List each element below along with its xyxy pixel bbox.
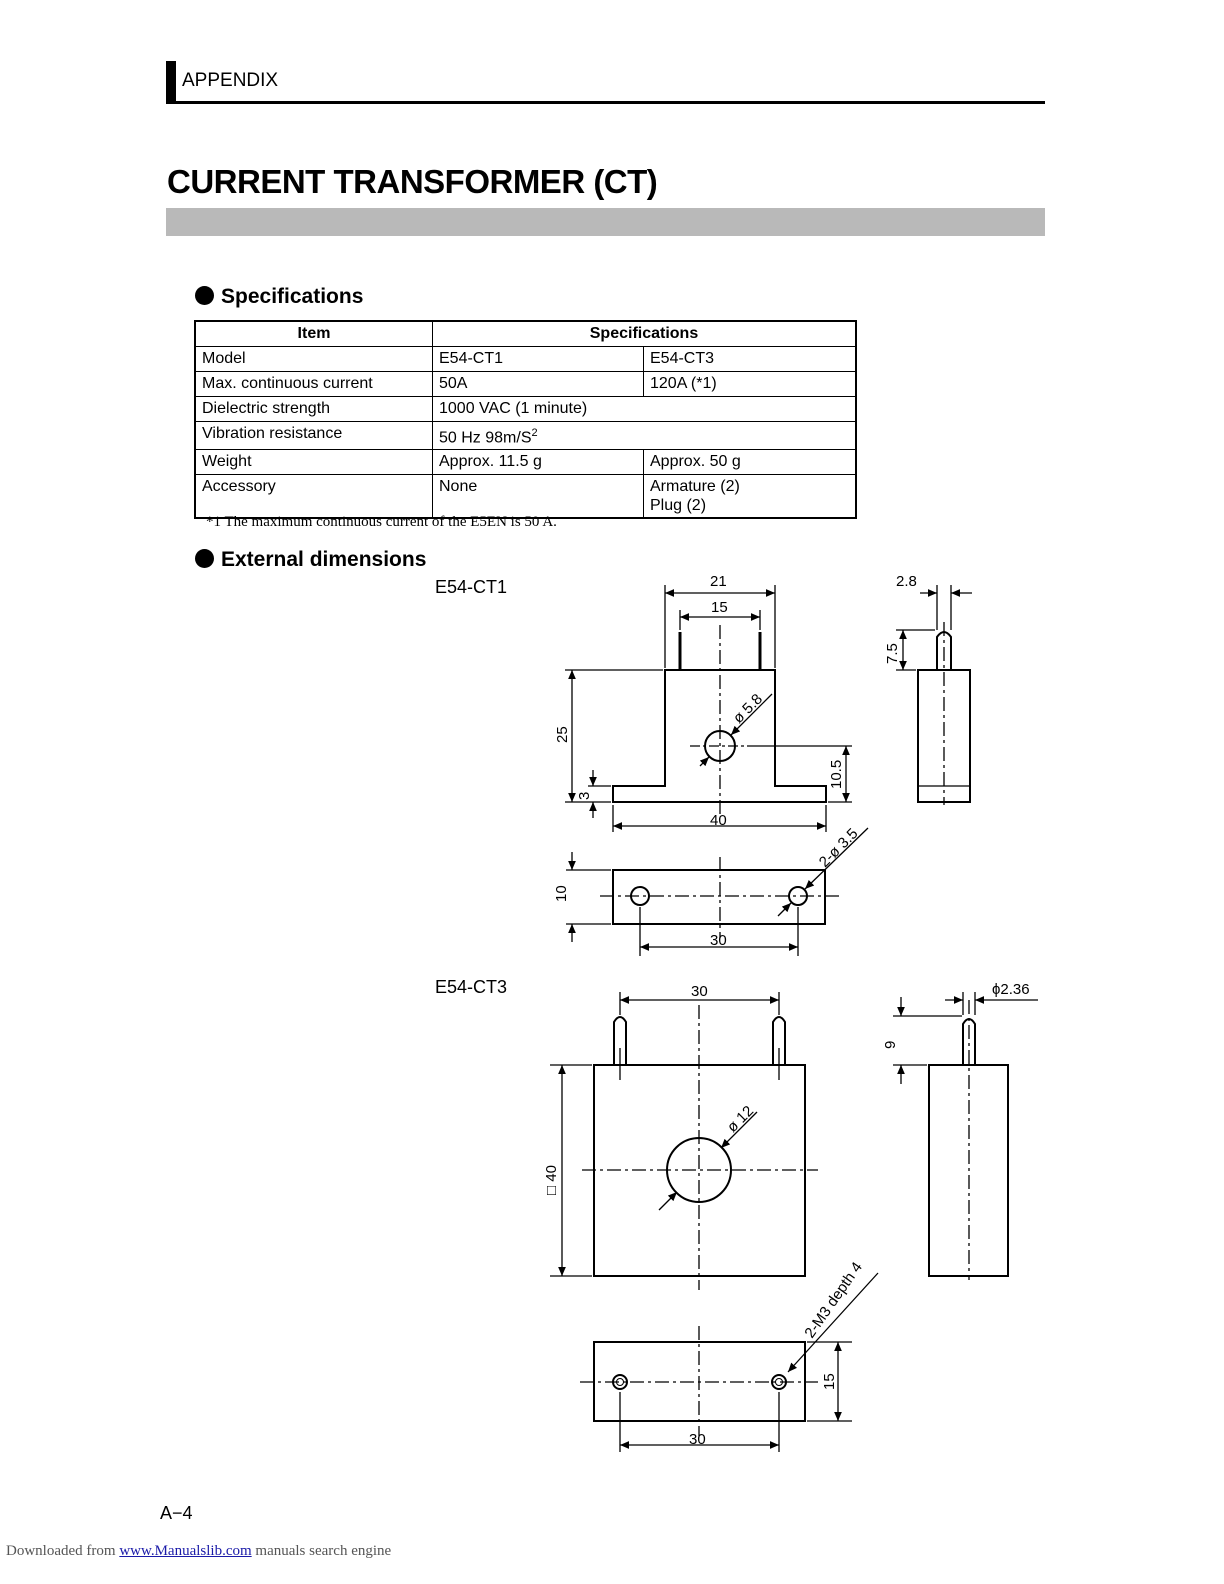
ct3-front-outline: [593, 1064, 806, 1277]
accessory-line: Plug (2): [650, 497, 707, 515]
dim-label: 21: [710, 573, 727, 590]
table-row: Weight Approx. 11.5 g Approx. 50 g: [194, 449, 857, 476]
cell-item: Weight: [194, 449, 433, 476]
cell-ct3: E54-CT3: [643, 346, 857, 372]
cell-item: Dielectric strength: [194, 396, 433, 422]
vibration-value: 50 Hz 98m/S: [439, 429, 532, 447]
dim-label: 2-M3 depth 4: [801, 1259, 866, 1341]
download-suffix: manuals search engine: [255, 1543, 392, 1559]
ct3-bottom-outline: [593, 1341, 806, 1422]
table-row: Vibration resistance 50 Hz 98m/S2: [194, 420, 857, 451]
page-title: CURRENT TRANSFORMER (CT): [167, 163, 658, 200]
header-rule: [166, 101, 1045, 104]
bullet-icon: [195, 549, 214, 568]
table-row: Max. continuous current 50A 120A (*1): [194, 371, 857, 397]
accessory-line: Armature (2): [650, 478, 740, 496]
dim-label: ø 12: [724, 1103, 757, 1136]
cell-ct3: Armature (2)Plug (2): [643, 474, 857, 519]
cell-ct1: None: [432, 474, 644, 519]
dim-label: 30: [691, 983, 708, 1000]
cell-ct3: 120A (*1): [643, 371, 857, 397]
cell-both: 1000 VAC (1 minute): [432, 396, 857, 422]
table-row: Dielectric strength 1000 VAC (1 minute): [194, 396, 857, 422]
dim-label: ϕ2.36: [992, 981, 1030, 998]
dim-label: 3: [576, 792, 593, 800]
download-note: Downloaded from www.Manualslib.com manua…: [6, 1543, 391, 1560]
dim-label: 9: [882, 1041, 899, 1049]
dim-label: 2-ø 3.5: [816, 825, 862, 871]
ct1-side-outline: [917, 669, 971, 803]
cell-ct1: E54-CT1: [432, 346, 644, 372]
cell-item: Accessory: [194, 474, 433, 519]
table-row: Accessory None Armature (2)Plug (2): [194, 474, 857, 519]
title-band: [166, 208, 1045, 236]
specifications-heading-text: Specifications: [221, 285, 364, 308]
header-section: APPENDIX: [182, 70, 279, 91]
page-number: A−4: [160, 1503, 193, 1523]
dimensions-heading: External dimensions: [195, 548, 426, 572]
cell-item: Max. continuous current: [194, 371, 433, 397]
ct1-hole: [704, 730, 736, 762]
dim-label: ø 5.8: [730, 691, 766, 727]
table-row: Model E54-CT1 E54-CT3: [194, 346, 857, 372]
dim-label: 40: [710, 812, 727, 829]
manualslib-link[interactable]: www.Manualslib.com: [119, 1543, 252, 1559]
dimensions-heading-text: External dimensions: [221, 548, 427, 571]
col-item: Item: [194, 320, 433, 347]
cell-ct3: Approx. 50 g: [643, 449, 857, 476]
cell-ct1: 50A: [432, 371, 644, 397]
ct1-bottom-outline: [612, 869, 826, 925]
ct3-side-outline: [928, 1064, 1009, 1277]
vibration-exponent: 2: [531, 427, 538, 439]
footnote: *1 The maximum continuous current of the…: [206, 514, 557, 530]
ct1-front-outline: [612, 669, 827, 803]
spec-table: Item Specifications Model E54-CT1 E54-CT…: [194, 320, 857, 520]
dim-label: 30: [710, 932, 727, 949]
specifications-heading: Specifications: [195, 285, 363, 309]
ct3-hole: [666, 1137, 732, 1203]
ct3-label: E54-CT3: [435, 977, 508, 997]
dim-label: 25: [554, 726, 571, 743]
dim-label: 2.8: [896, 573, 917, 590]
header-bar: [166, 61, 176, 104]
cell-ct1: Approx. 11.5 g: [432, 449, 644, 476]
ct1-label: E54-CT1: [435, 577, 508, 597]
dim-label: 10: [553, 885, 570, 902]
bullet-icon: [195, 286, 214, 305]
dim-label: 15: [821, 1373, 838, 1390]
cell-item: Model: [194, 346, 433, 372]
dim-label: 15: [711, 599, 728, 616]
cell-both: 50 Hz 98m/S2: [432, 420, 857, 451]
dim-label: 7.5: [884, 643, 901, 664]
dim-label: □ 40: [543, 1165, 560, 1195]
dim-label: 30: [689, 1431, 706, 1448]
dim-label: 10.5: [828, 760, 845, 789]
col-specs: Specifications: [432, 320, 857, 347]
cell-item: Vibration resistance: [194, 420, 433, 451]
download-prefix: Downloaded from: [6, 1543, 116, 1559]
table-header-row: Item Specifications: [194, 320, 857, 347]
